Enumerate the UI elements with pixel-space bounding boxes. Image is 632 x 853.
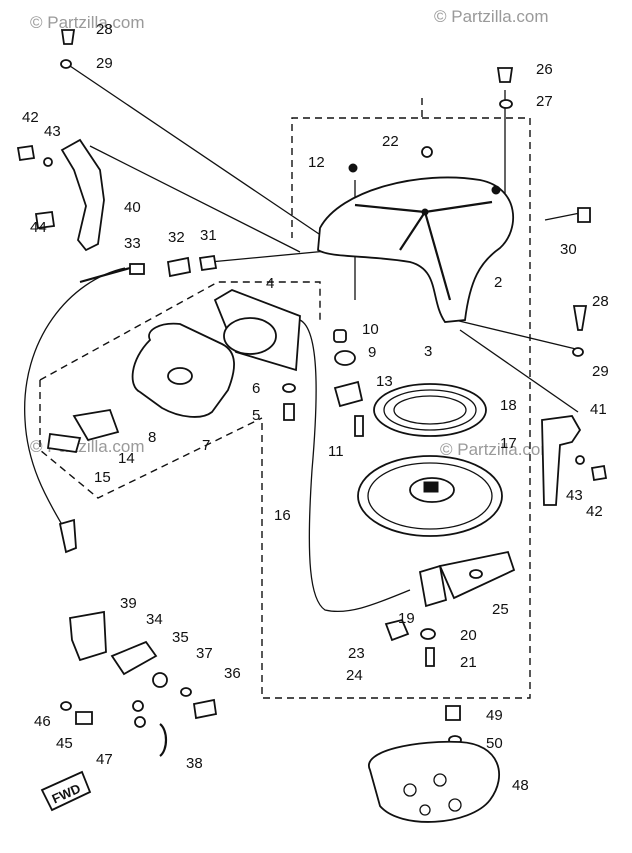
callout-22: 22 — [382, 133, 399, 150]
callout-labels: 28 29 26 27 22 42 43 12 40 44 30 2 33 32… — [22, 21, 609, 794]
callout-13: 13 — [376, 373, 393, 390]
plate-13 — [333, 380, 364, 408]
starter-case — [317, 146, 514, 323]
drive-pawl-assembly — [418, 550, 516, 608]
callout-29: 29 — [96, 55, 113, 72]
callout-12: 12 — [308, 154, 325, 171]
callout-49: 49 — [486, 707, 503, 724]
watermark: © Partzilla.com — [440, 440, 555, 459]
callout-26: 26 — [536, 61, 553, 78]
callout-7: 7 — [202, 437, 210, 454]
callout-2: 2 — [494, 274, 502, 291]
callout-20: 20 — [460, 627, 477, 644]
part-10 — [333, 329, 347, 343]
callout-4: 4 — [266, 275, 274, 292]
callout-11: 11 — [328, 443, 344, 460]
callout-50: 50 — [486, 735, 503, 752]
throttle-link-parts — [46, 408, 218, 757]
callout-33: 33 — [124, 235, 141, 252]
watermark: © Partzilla.com — [30, 13, 145, 32]
callout-44: 44 — [30, 219, 47, 236]
callout-29b: 29 — [592, 363, 609, 380]
callout-41: 41 — [590, 401, 607, 418]
stop-wire — [299, 319, 411, 613]
callout-35: 35 — [172, 629, 189, 646]
callout-19: 19 — [398, 610, 415, 627]
assembly-outline — [39, 98, 531, 699]
callout-9: 9 — [368, 344, 376, 361]
callout-16: 16 — [274, 507, 291, 524]
callout-8: 8 — [148, 429, 156, 446]
callout-37: 37 — [196, 645, 213, 662]
throttle-cable — [24, 267, 126, 541]
recoil-spring — [373, 383, 487, 437]
callout-39: 39 — [120, 595, 137, 612]
fasteners — [16, 29, 608, 745]
callout-23: 23 — [348, 645, 365, 662]
part-9 — [334, 350, 356, 366]
callout-31: 31 — [200, 227, 217, 244]
callout-43b: 43 — [566, 487, 583, 504]
callout-42b: 42 — [586, 503, 603, 520]
bracket-40 — [60, 138, 105, 252]
silencer-assembly — [131, 289, 301, 418]
callout-15: 15 — [94, 469, 111, 486]
callout-42: 42 — [22, 109, 39, 126]
callout-34: 34 — [146, 611, 163, 628]
callout-18: 18 — [500, 397, 517, 414]
callout-43: 43 — [44, 123, 61, 140]
callout-40: 40 — [124, 199, 141, 216]
callout-47: 47 — [96, 751, 113, 768]
starter-pulley — [357, 455, 503, 537]
forward-arrow-icon: FWD — [40, 770, 92, 812]
callout-32: 32 — [168, 229, 185, 246]
callout-36: 36 — [224, 665, 241, 682]
callout-28: 28 — [96, 21, 113, 38]
bracket-41 — [541, 415, 582, 506]
callout-5: 5 — [252, 407, 260, 424]
callout-45: 45 — [56, 735, 73, 752]
callout-25: 25 — [492, 601, 509, 618]
callout-38: 38 — [186, 755, 203, 772]
callout-17: 17 — [500, 435, 517, 452]
callout-14: 14 — [118, 450, 135, 467]
callout-48: 48 — [512, 777, 529, 794]
callout-21: 21 — [460, 654, 477, 671]
callout-30: 30 — [560, 241, 577, 258]
callout-6: 6 — [252, 380, 260, 397]
callout-3: 3 — [424, 343, 432, 360]
callout-27: 27 — [536, 93, 553, 110]
callout-46: 46 — [34, 713, 51, 730]
callout-10: 10 — [362, 321, 379, 338]
callout-24: 24 — [346, 667, 363, 684]
callout-28b: 28 — [592, 293, 609, 310]
base-plate-48 — [368, 740, 500, 823]
watermark: © Partzilla.com — [434, 7, 549, 26]
cable-fittings — [79, 254, 218, 284]
